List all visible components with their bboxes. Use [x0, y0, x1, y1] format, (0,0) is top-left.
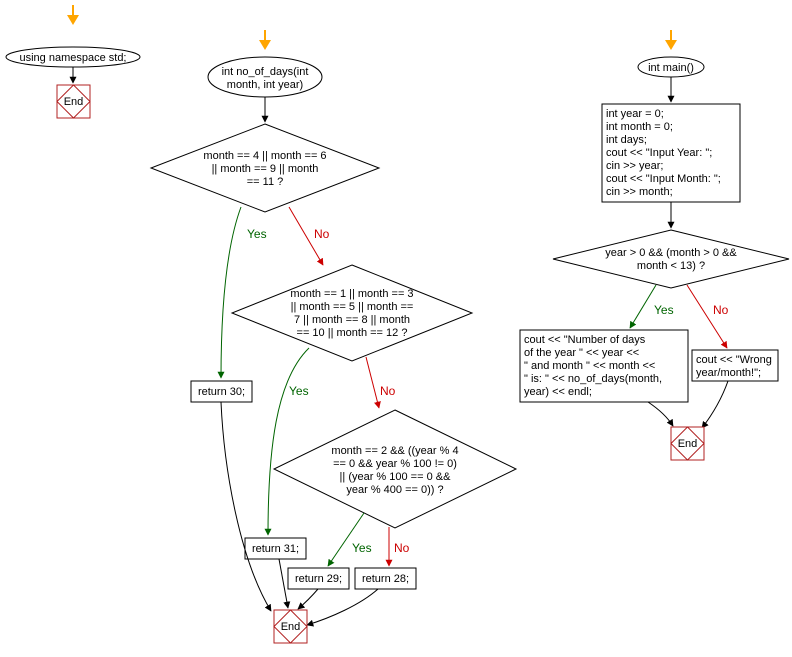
- edge-main-no-to-end: [701, 380, 729, 429]
- edge-return29-to-end: [297, 588, 319, 610]
- function-node-line-1: int no_of_days(int: [222, 66, 309, 78]
- cond2-line-1: month == 1 || month == 3: [290, 288, 413, 300]
- cond2-line-3: 7 || month == 8 || month: [294, 314, 410, 326]
- main-yes-line-1: cout << "Number of days: [524, 334, 646, 346]
- edge-main-yes-to-end: [647, 401, 674, 427]
- edge-cond2-yes: [264, 347, 310, 536]
- main-init-line-1: int year = 0;: [606, 108, 664, 120]
- main-no-line-2: year/month!";: [696, 367, 761, 379]
- end-node-main-text: End: [678, 438, 698, 450]
- main-no-block: cout << "Wrong year/month!";: [691, 349, 779, 382]
- edge-main-cond-no: [686, 284, 728, 349]
- cond1-yes-label: Yes: [247, 227, 267, 241]
- main-yes-line-3: " and month " << month <<: [524, 360, 655, 372]
- edge-cond1-no: [288, 206, 324, 266]
- start-marker-function: [259, 30, 271, 50]
- decision-cond2: month == 1 || month == 3 || month == 5 |…: [230, 264, 474, 362]
- end-node-namespace-text: End: [64, 96, 84, 108]
- cond2-line-4: == 10 || month == 12 ?: [297, 327, 408, 339]
- edge-return31-to-end: [278, 558, 291, 609]
- start-marker-main: [665, 30, 677, 50]
- decision-main: year > 0 && (month > 0 && month < 13) ?: [552, 229, 790, 289]
- main-init-line-7: cin >> month;: [606, 186, 673, 198]
- main-init-line-2: int month = 0;: [606, 121, 673, 133]
- cond3-line-2: == 0 && year % 100 != 0): [333, 458, 457, 470]
- end-node-function-text: End: [281, 621, 301, 633]
- main-init-line-3: int days;: [606, 134, 647, 146]
- main-node: int main(): [637, 56, 705, 78]
- function-node-line-2: month, int year): [227, 79, 303, 91]
- cond2-line-2: || month == 5 || month ==: [291, 301, 414, 313]
- main-init-line-5: cin >> year;: [606, 160, 663, 172]
- main-cond-yes-label: Yes: [654, 303, 674, 317]
- main-cond-line-1: year > 0 && (month > 0 &&: [605, 247, 737, 259]
- decision-cond1: month == 4 || month == 6 || month == 9 |…: [149, 123, 381, 213]
- main-node-text: int main(): [648, 62, 694, 74]
- return-28-box: return 28;: [354, 567, 417, 590]
- main-init-block: int year = 0; int month = 0; int days; c…: [601, 103, 741, 203]
- main-no-line-1: cout << "Wrong: [696, 354, 772, 366]
- cond1-line-2: || month == 9 || month: [212, 163, 319, 175]
- edge-cond1-yes: [217, 206, 242, 379]
- return-28-text: return 28;: [362, 573, 409, 585]
- main-yes-block: cout << "Number of days of the year " <<…: [519, 329, 689, 403]
- edge-main-cond-yes: [629, 284, 657, 329]
- cond3-no-label: No: [394, 541, 410, 555]
- main-init-line-4: cout << "Input Year: ";: [606, 147, 712, 159]
- edge-cond2-no: [365, 356, 381, 409]
- end-node-main: End: [670, 426, 705, 461]
- cond2-yes-label: Yes: [289, 384, 309, 398]
- namespace-node-text: using namespace std;: [19, 52, 126, 64]
- namespace-node: using namespace std;: [5, 46, 141, 68]
- end-node-function: End: [273, 609, 308, 644]
- return-29-box: return 29;: [287, 567, 350, 590]
- cond1-no-label: No: [314, 227, 330, 241]
- cond3-yes-label: Yes: [352, 541, 372, 555]
- cond3-line-1: month == 2 && ((year % 4: [331, 445, 458, 457]
- function-node: int no_of_days(int month, int year): [207, 56, 323, 98]
- return-29-text: return 29;: [295, 573, 342, 585]
- end-node-namespace: End: [56, 84, 91, 119]
- decision-cond3: month == 2 && ((year % 4 == 0 && year % …: [272, 409, 518, 529]
- cond3-line-4: year % 400 == 0)) ?: [346, 484, 443, 496]
- main-cond-line-2: month < 13) ?: [637, 260, 705, 272]
- return-31-box: return 31;: [244, 537, 307, 560]
- edge-cond3-yes: [327, 512, 365, 567]
- cond1-line-3: == 11 ?: [247, 176, 284, 188]
- main-yes-line-5: year) << endl;: [524, 386, 592, 398]
- main-init-line-6: cout << "Input Month: ";: [606, 173, 721, 185]
- main-yes-line-2: of the year " << year <<: [524, 347, 639, 359]
- cond3-line-3: || (year % 100 == 0 &&: [340, 471, 452, 483]
- return-30-text: return 30;: [198, 386, 245, 398]
- edge-return30-to-end: [220, 401, 272, 612]
- main-cond-no-label: No: [713, 303, 729, 317]
- start-marker-namespace: [67, 5, 79, 25]
- main-yes-line-4: " is: " << no_of_days(month,: [524, 373, 662, 385]
- return-31-text: return 31;: [252, 543, 299, 555]
- cond2-no-label: No: [380, 384, 396, 398]
- edge-return28-to-end: [306, 588, 379, 627]
- return-30-box: return 30;: [190, 380, 253, 403]
- cond1-line-1: month == 4 || month == 6: [203, 150, 326, 162]
